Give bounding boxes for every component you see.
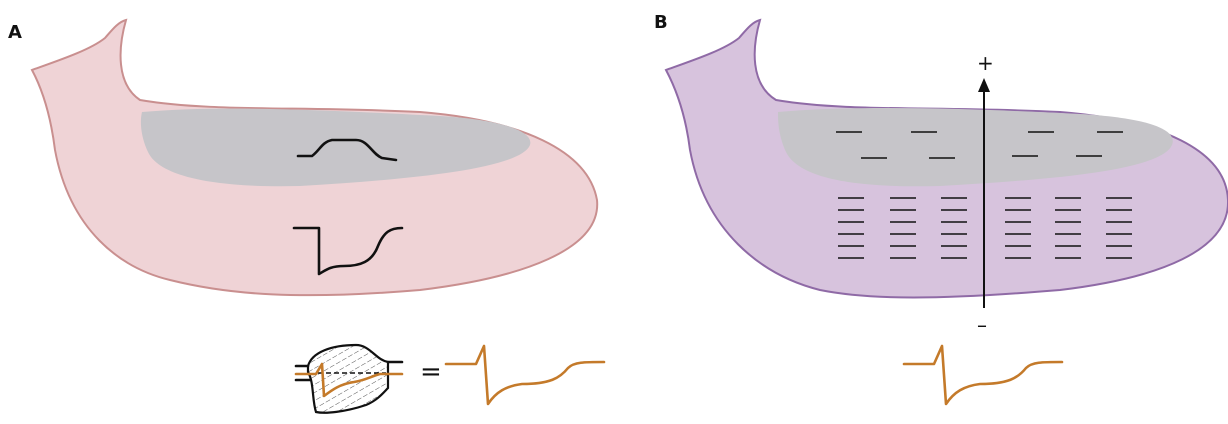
lower-region-charges [838,197,1132,259]
axis-minus-sign: – [977,313,987,337]
axis-plus-sign: + [977,51,994,75]
dipole-arrow-head [978,78,990,92]
panel-a-gray-region [140,108,531,187]
inset-orange-trace [294,362,404,398]
panel-a-result-trace [444,344,606,406]
panel-b-gray-region [778,108,1173,187]
equals-sign: = [420,357,442,387]
summation-inset [294,343,404,414]
panel-b: B + – [654,12,1228,406]
panel-a: A = [8,18,606,414]
panel-a-lower-trace [292,226,404,276]
inset-black-line [294,360,404,368]
gray-region-charges [836,131,1123,159]
panel-b-result-trace [902,344,1064,406]
panel-a-upper-trace [296,138,398,162]
inset-hatched-area [306,343,390,414]
panel-a-label: A [8,22,22,43]
panel-b-label: B [654,12,668,33]
